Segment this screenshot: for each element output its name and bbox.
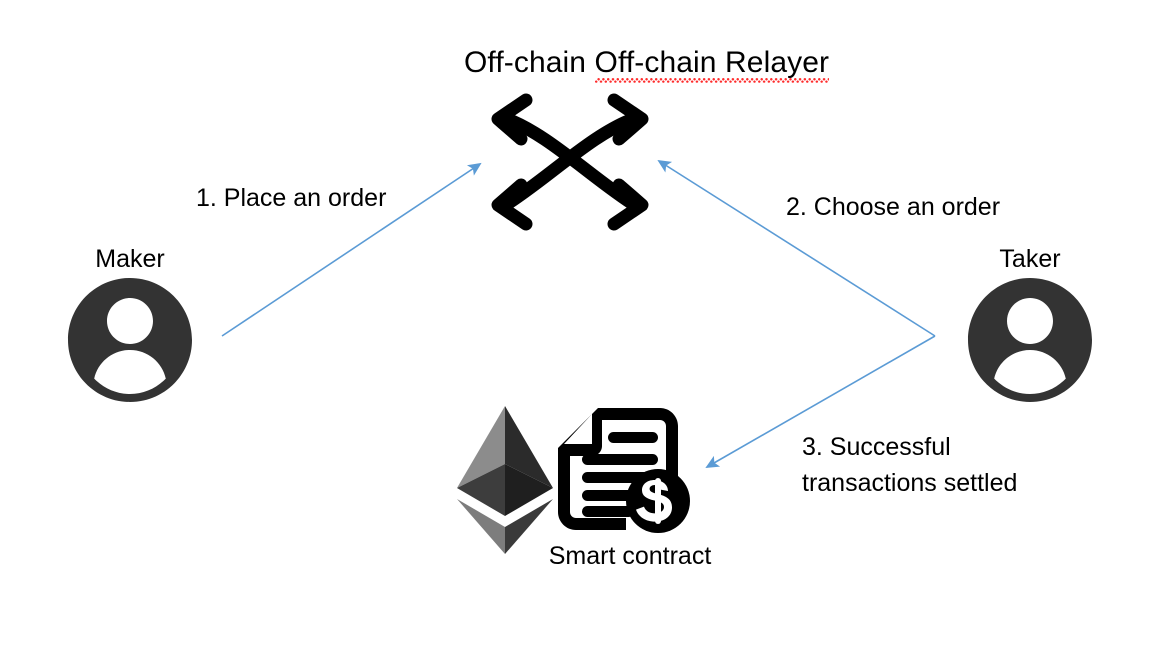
step-3-label-line2: transactions settled — [802, 469, 1018, 497]
document-icon — [558, 408, 690, 533]
title-text-misspelled: Off-chain Relayer — [594, 46, 830, 83]
user-avatar-icon — [968, 278, 1092, 402]
ethereum-logo-icon — [455, 404, 555, 556]
relayer-node — [474, 92, 666, 232]
doc-line-5 — [582, 506, 634, 517]
arrow-step-2 — [657, 159, 936, 337]
maker-node — [68, 278, 192, 402]
ethereum-diamond-icon — [457, 406, 553, 554]
taker-label: Taker — [999, 245, 1061, 273]
arrowhead-top-left — [491, 93, 533, 146]
step-1-label: 1. Place an order — [196, 184, 387, 212]
step-3-label-line1: 3. Successful — [802, 433, 951, 461]
user-avatar-icon — [68, 278, 192, 402]
doc-line-1 — [608, 432, 658, 443]
step-3-label: 3. Successful transactions settled — [802, 429, 1017, 501]
doc-line-2 — [582, 454, 658, 465]
step-2-label: 2. Choose an order — [786, 193, 1001, 221]
page-title: Off-chain Off-chain Relayer — [464, 46, 830, 83]
contract-document-dollar-icon — [556, 406, 694, 536]
title-text-plain: Off-chain — [464, 46, 595, 79]
smart-contract-label: Smart contract — [548, 542, 712, 570]
crossed-arrows-exchange-icon — [491, 93, 649, 231]
maker-label: Maker — [95, 245, 165, 273]
taker-node — [968, 278, 1092, 402]
